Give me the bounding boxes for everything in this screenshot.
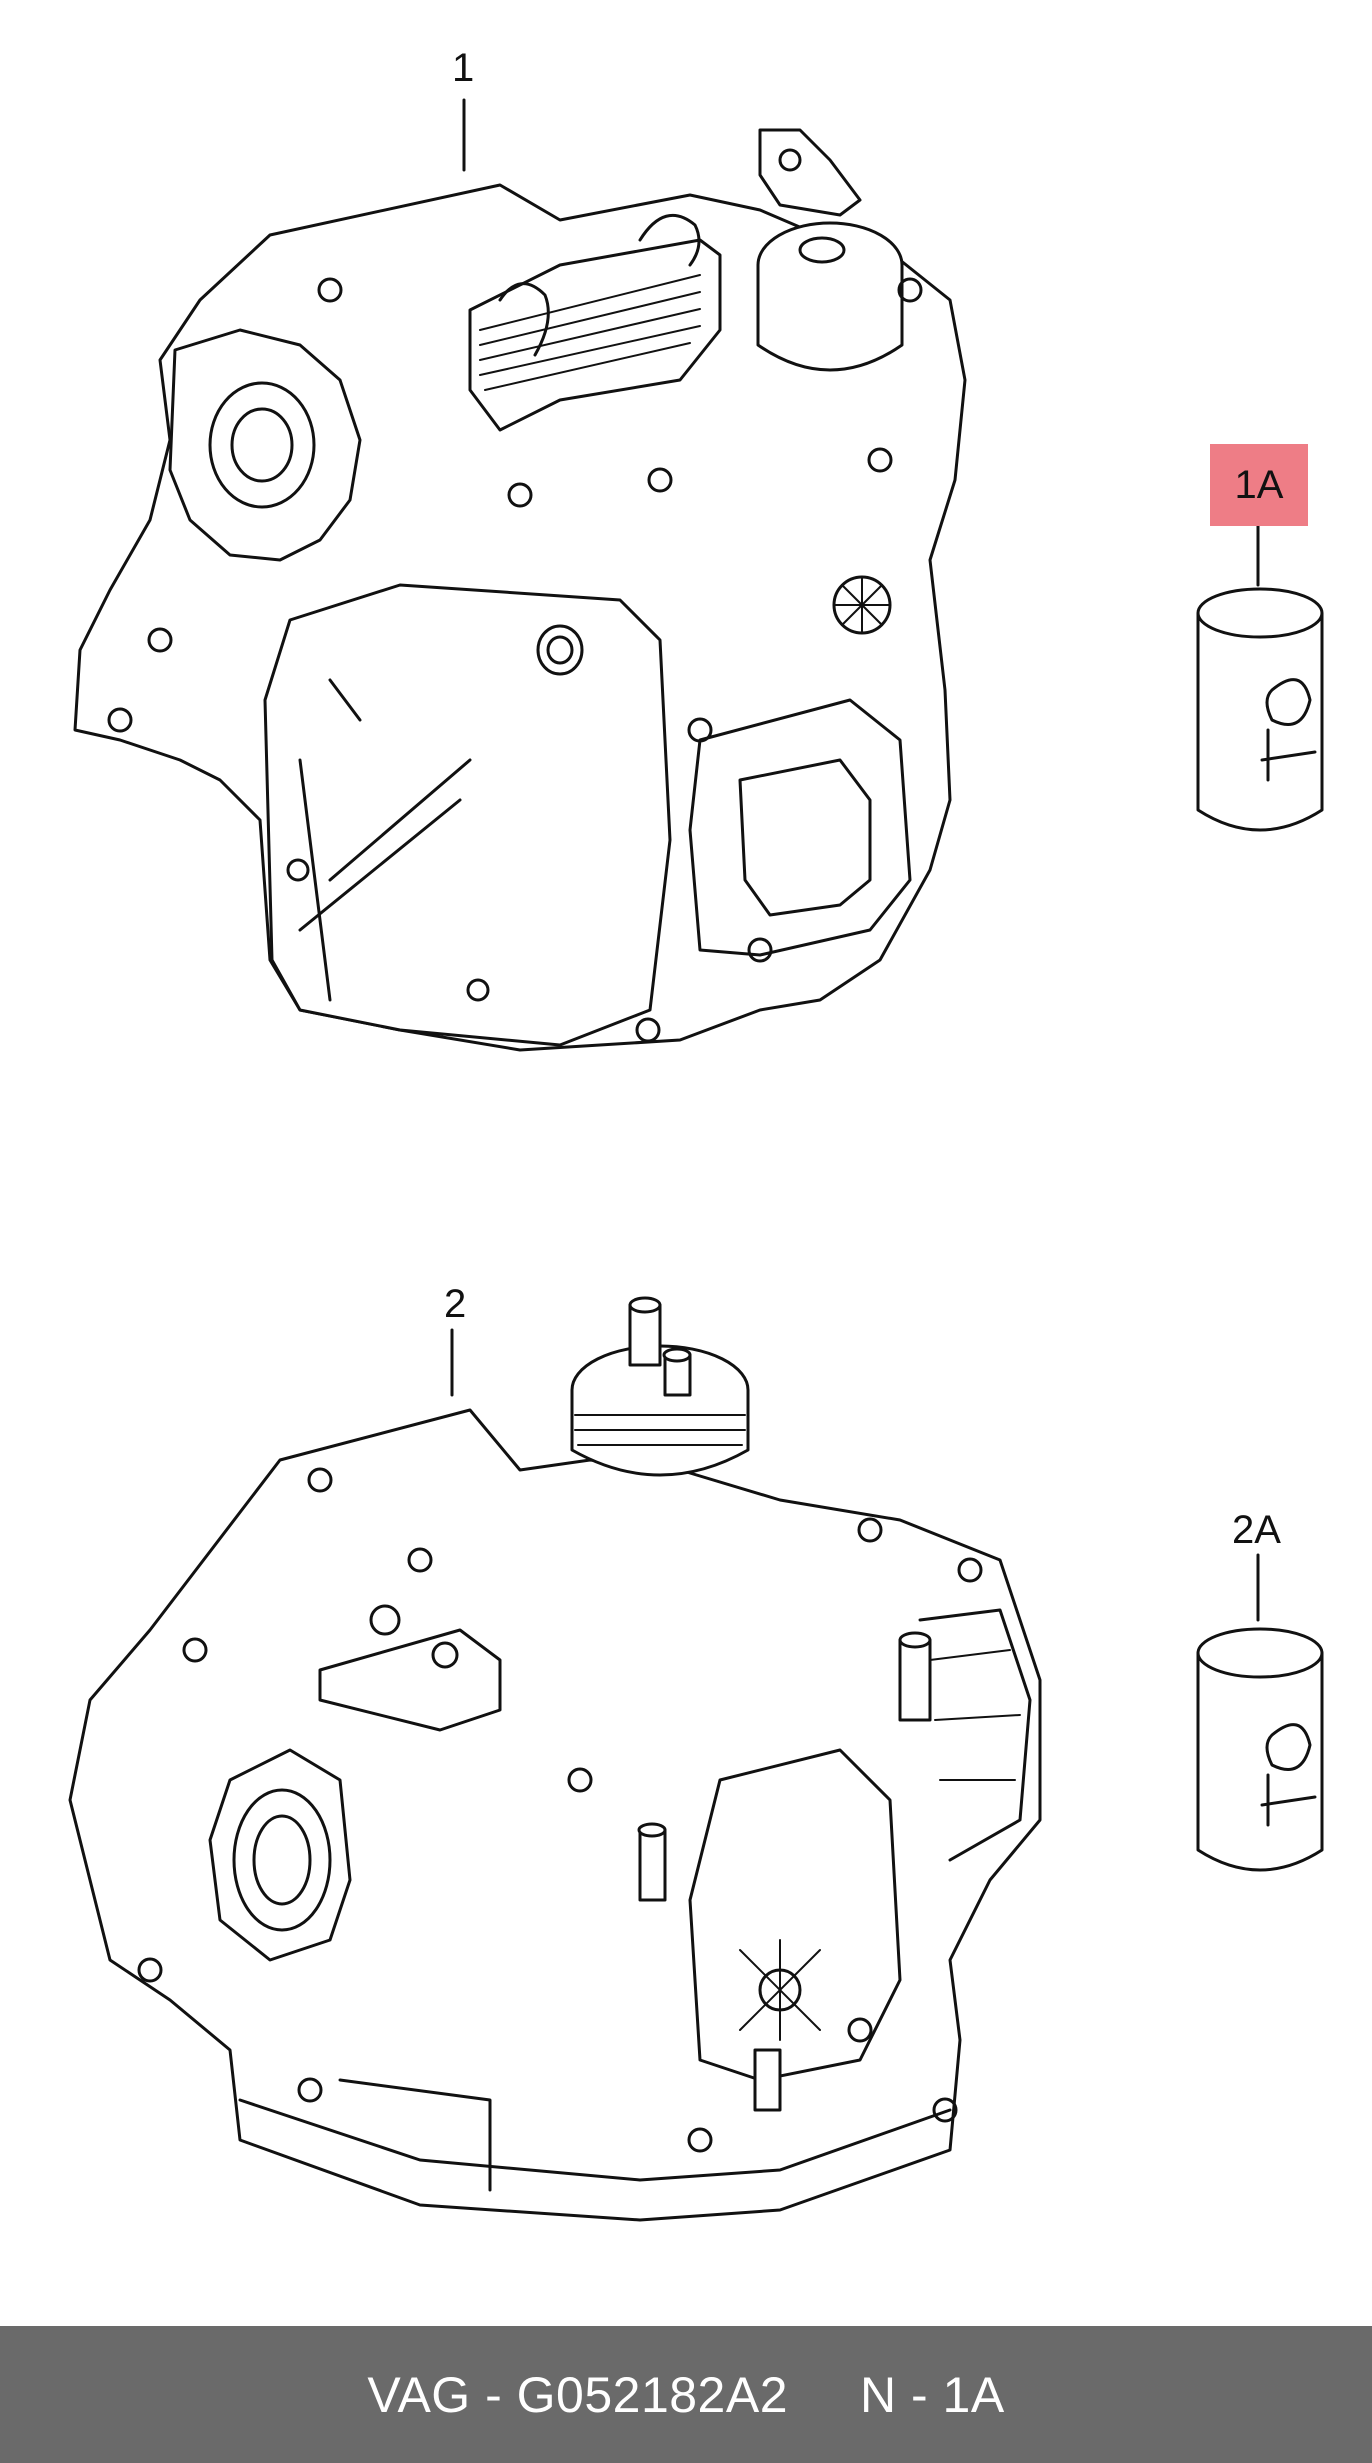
transmission-2-drawing xyxy=(68,1296,1042,2222)
oil-bottle-2a-drawing xyxy=(1196,1553,1324,1872)
callout-part-1a-highlighted: 1A xyxy=(1210,444,1308,526)
oil-bottle-1a-drawing xyxy=(1196,524,1324,832)
part-number-text: VAG - G052182A2 N - 1A xyxy=(367,2366,1005,2423)
callout-part-2: 2 xyxy=(444,1282,467,1326)
callout-part-1: 1 xyxy=(452,46,475,90)
parts-diagram xyxy=(68,98,1324,2222)
transmission-1-drawing xyxy=(73,98,967,1052)
part-number-footer: VAG - G052182A2 N - 1A xyxy=(0,2326,1372,2463)
callout-part-2a: 2A xyxy=(1232,1508,1281,1552)
